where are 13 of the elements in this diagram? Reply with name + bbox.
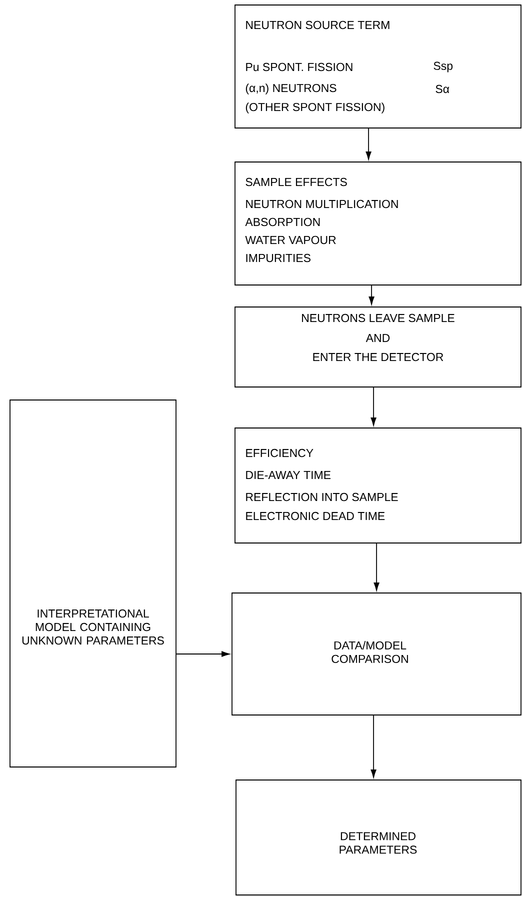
arrow [176,651,230,657]
arrow [370,715,376,778]
process-box: INTERPRETATIONAL MODEL CONTAINING UNKNOWN PARAMETERS [10,400,176,768]
process-box: DETERMINED PARAMETERS [236,780,522,896]
process-box: NEUTRONS LEAVE SAMPLE AND ENTER THE DETECTOR [234,306,522,388]
arrow [374,543,380,591]
process-box: DATA/MODEL COMPARISON [232,592,522,716]
arrow [370,387,376,426]
arrow [366,128,372,160]
process-box: EFFICIENCY DIE-AWAY TIME REFLECTION INTO SAMPLE ELECTRONIC DEAD TIME [234,428,522,544]
process-box: SAMPLE EFFECTS NEUTRON MULTIPLICATION ABSORPTION WATER VAPOUR IMPURITIES [234,162,522,286]
process-box: NEUTRON SOURCE TERM Pu SPONT. FISSION Ssp (α,n) NEUTRONS Sα (OTHER SPONT FISSION) [234,4,522,128]
arrow [368,285,374,305]
